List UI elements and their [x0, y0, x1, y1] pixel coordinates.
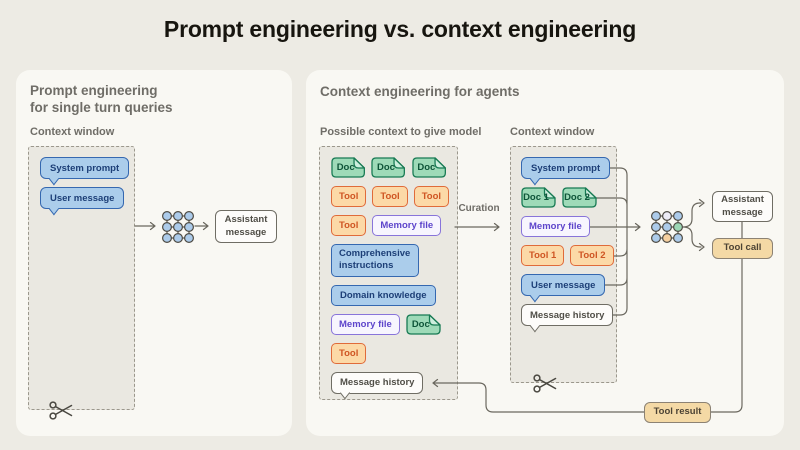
domain-knowledge-tag: Domain knowledge — [331, 284, 436, 306]
system-prompt-tag: System prompt — [40, 157, 130, 179]
left-panel-heading-line1: Prompt engineering — [30, 83, 158, 98]
doc-tag: Doc — [371, 157, 406, 178]
page-title: Prompt engineering vs. context engineeri… — [163, 16, 637, 42]
message-history-tag: Message history — [521, 304, 614, 326]
item-row: Message history — [331, 371, 446, 394]
scissors-icon — [49, 401, 73, 420]
curation-label: Curation — [458, 203, 500, 214]
tool-1-tag: Tool 1 — [521, 245, 565, 266]
item-row: System prompt — [521, 157, 611, 179]
doc-tag: Doc — [411, 157, 446, 178]
item-row: Doc 1 Doc 2 — [521, 187, 606, 208]
item-row: Message history — [521, 304, 614, 326]
assistant-message-box: Assistant message — [712, 191, 773, 222]
left-panel-heading: Prompt engineering for single turn queri… — [30, 82, 173, 116]
assistant-message-box: Assistant message — [215, 210, 277, 243]
tool-tag: Tool — [372, 186, 408, 207]
tool-tag: Tool — [331, 186, 367, 207]
left-panel-heading-line2: for single turn queries — [30, 100, 173, 115]
item-row: Tool — [331, 342, 446, 364]
right-panel-heading: Context engineering for agents — [320, 84, 520, 99]
item-row: Memory file Doc — [331, 313, 446, 335]
item-row: Comprehensive instructions — [331, 244, 446, 277]
item-row: Domain knowledge — [331, 284, 446, 306]
model-icon — [650, 210, 684, 244]
doc-2-tag: Doc 2 — [562, 187, 597, 208]
tool-tag: Tool — [331, 342, 367, 364]
tool-result-box: Tool result — [644, 402, 711, 423]
tool-2-tag: Tool 2 — [570, 245, 614, 266]
system-prompt-tag: System prompt — [521, 157, 611, 179]
possible-context-label: Possible context to give model — [320, 126, 482, 138]
right-context-window-label: Context window — [510, 126, 595, 138]
doc-tag: Doc — [406, 314, 441, 335]
item-row: Memory file — [521, 216, 606, 237]
user-message-tag: User message — [40, 187, 125, 209]
item-row: User message — [40, 187, 125, 209]
scissors-icon — [533, 374, 557, 393]
item-row: User message — [521, 274, 606, 296]
doc-tag: Doc — [331, 157, 365, 178]
memory-file-tag: Memory file — [331, 313, 400, 335]
doc-1-tag: Doc 1 — [521, 187, 556, 208]
memory-file-tag: Memory file — [372, 215, 442, 236]
left-context-window-label: Context window — [30, 126, 115, 138]
tool-tag: Tool — [413, 186, 450, 207]
tool-tag: Tool — [331, 215, 367, 236]
model-icon — [161, 210, 195, 244]
memory-file-tag: Memory file — [521, 216, 590, 237]
item-row: System prompt — [40, 157, 130, 179]
user-message-tag: User message — [521, 274, 606, 296]
tool-call-box: Tool call — [712, 238, 773, 259]
message-history-tag: Message history — [331, 371, 424, 394]
comprehensive-instructions-tag: Comprehensive instructions — [331, 244, 419, 277]
